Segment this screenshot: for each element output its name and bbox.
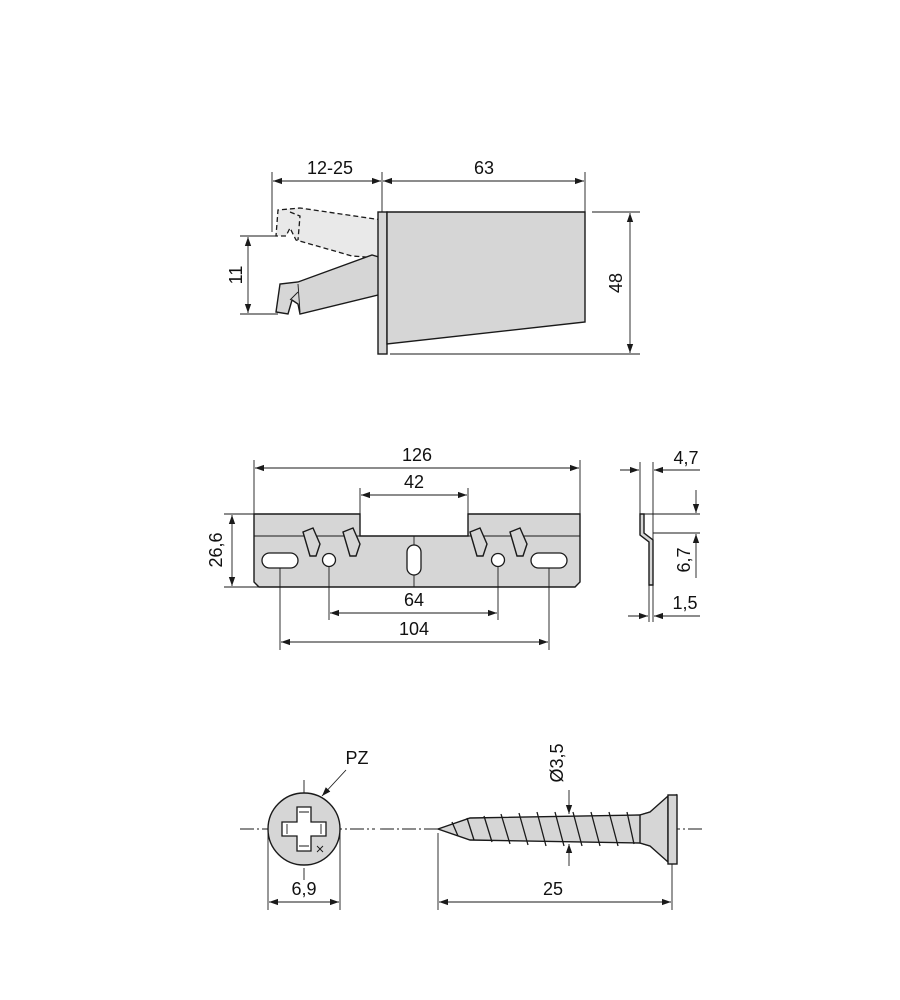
screw-head-view: PZ 6,9 (240, 748, 375, 910)
slot-center (406, 544, 422, 576)
dim-depth: 6,7 (674, 547, 694, 572)
housing-body (386, 211, 586, 345)
dim-height: 48 (606, 273, 626, 293)
dim-screw-length: 25 (543, 879, 563, 899)
side-view: 12-25 63 48 11 (226, 158, 640, 355)
pozidriv-recess-icon (281, 806, 327, 852)
dim-arm-drop: 11 (226, 266, 246, 285)
slot-left (261, 552, 299, 569)
hole-left (321, 552, 337, 568)
dim-plate-height: 26,6 (206, 532, 226, 567)
arm-lowered (275, 254, 383, 315)
dim-plate-width: 126 (402, 445, 432, 465)
barb-tabs (302, 527, 528, 557)
slot-right (530, 552, 568, 569)
dim-length: 63 (474, 158, 494, 178)
drive-leader (321, 769, 347, 797)
dim-thickness: 1,5 (672, 593, 697, 613)
screw-head-side (639, 794, 669, 864)
dim-shank-diameter: Ø3,5 (547, 743, 567, 782)
screw-threads (451, 811, 635, 847)
plate-profile (639, 513, 654, 586)
drive-label: PZ (345, 748, 368, 768)
dim-outer-slots: 104 (399, 619, 429, 639)
hole-right (490, 552, 506, 568)
screw-side-view: Ø3,5 25 (380, 743, 705, 910)
dim-slot: 42 (404, 472, 424, 492)
dim-flange: 4,7 (673, 448, 698, 468)
plate-view: 126 42 26,6 64 104 (206, 445, 581, 650)
profile-view: 4,7 6,7 1,5 (620, 448, 700, 622)
dim-inner-holes: 64 (404, 590, 424, 610)
dim-head-diameter: 6,9 (291, 879, 316, 899)
dim-travel: 12-25 (307, 158, 353, 178)
front-flange (377, 211, 388, 355)
